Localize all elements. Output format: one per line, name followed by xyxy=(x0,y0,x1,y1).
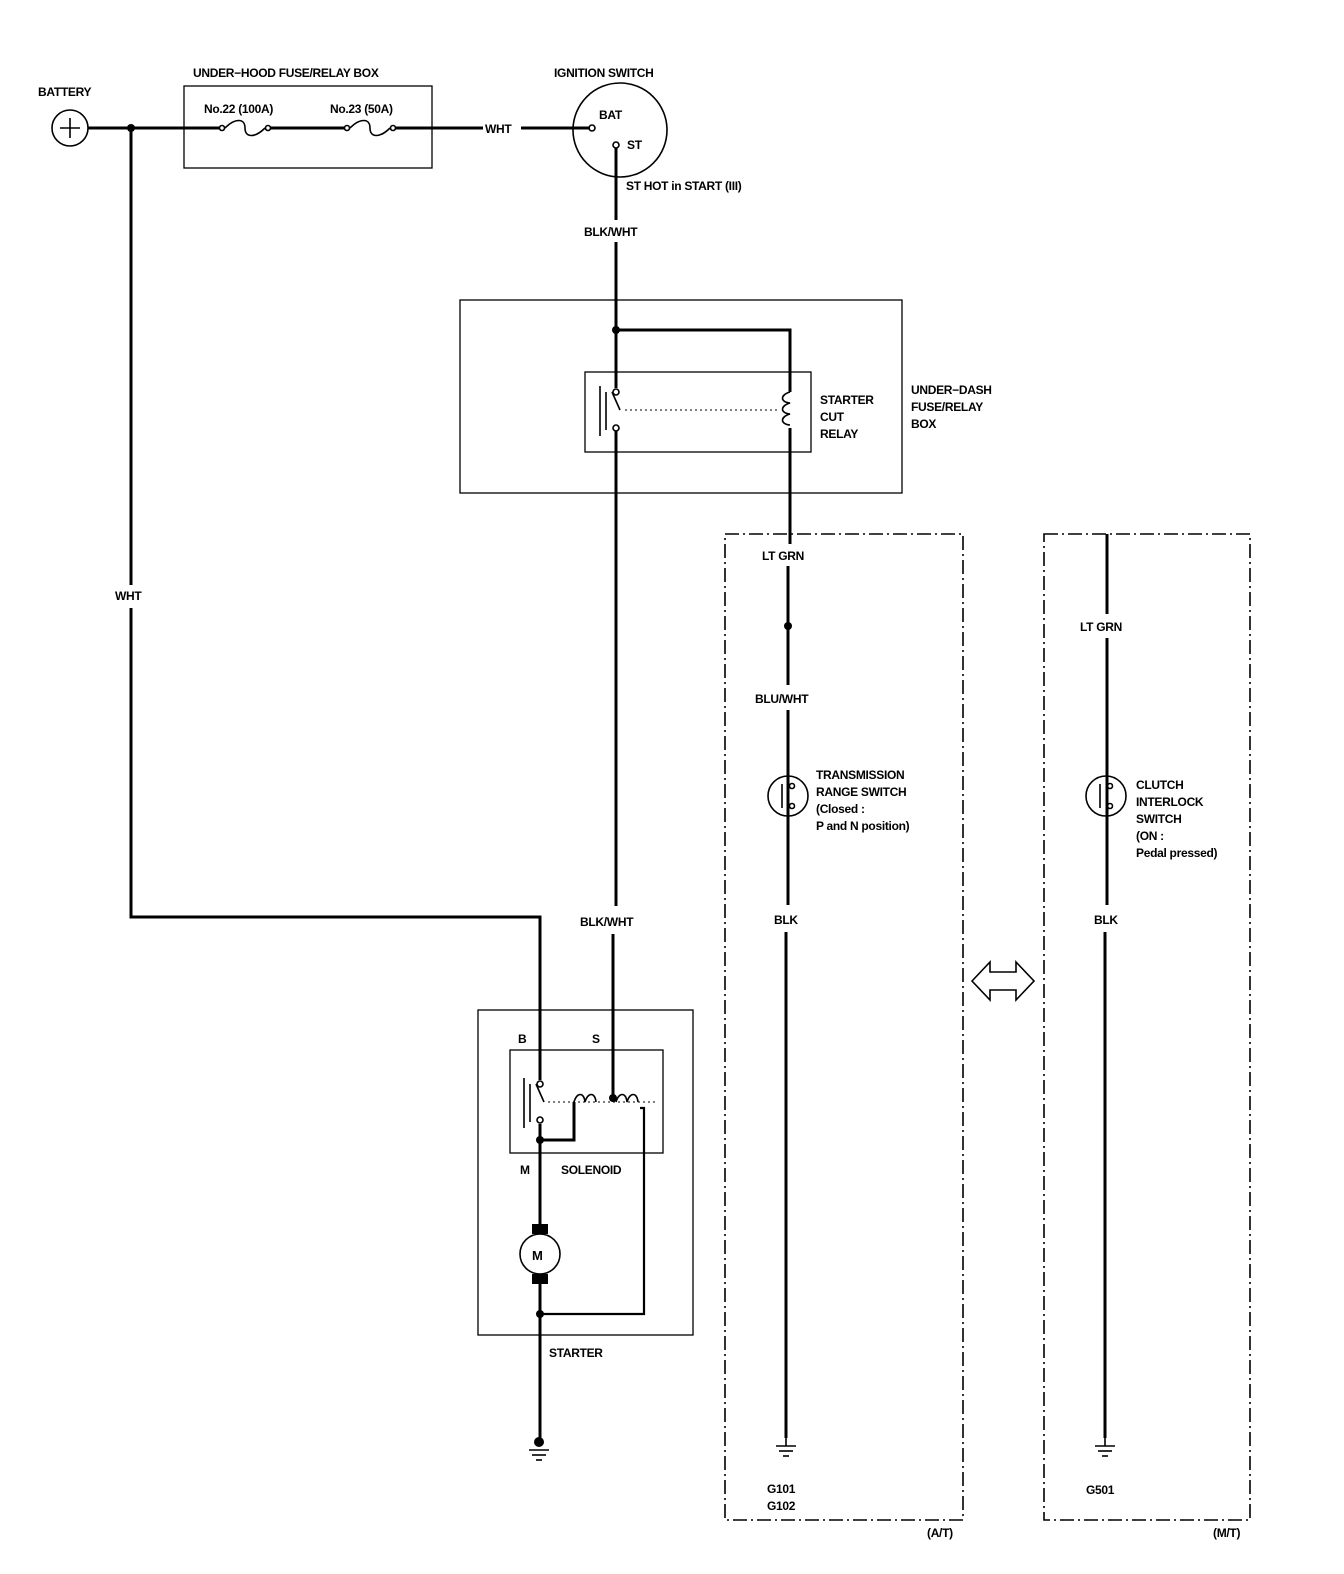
clutch-label-2: INTERLOCK xyxy=(1136,795,1204,809)
ground-g102-label: G102 xyxy=(767,1499,796,1513)
ignition-switch xyxy=(572,82,668,178)
transmission-range-switch xyxy=(767,775,809,817)
fuse-22-label: No.22 (100A) xyxy=(204,102,273,116)
alternate-arrow-icon xyxy=(970,959,1036,1003)
trs-label-3: (Closed : xyxy=(816,802,865,816)
clutch-label-1: CLUTCH xyxy=(1136,778,1184,792)
trs-label-2: RANGE SWITCH xyxy=(816,785,906,799)
wire-color-blk-at: BLK xyxy=(774,913,798,927)
wire-color-blk-mt: BLK xyxy=(1094,913,1118,927)
starter-cut-relay xyxy=(584,371,812,453)
clutch-label-3: SWITCH xyxy=(1136,812,1182,826)
terminal-s-label: S xyxy=(592,1032,600,1046)
underdash-label-2: FUSE/RELAY xyxy=(911,400,983,414)
solenoid-label: SOLENOID xyxy=(561,1163,622,1177)
terminal-b-label: B xyxy=(518,1032,527,1046)
trs-label-4: P and N position) xyxy=(816,819,910,833)
fuse-23-label: No.23 (50A) xyxy=(330,102,393,116)
solenoid-box xyxy=(509,1049,664,1154)
wire-color-blu-wht: BLU/WHT xyxy=(755,692,809,706)
starter-ground-symbol xyxy=(529,1437,549,1461)
st-terminal-label: ST xyxy=(627,138,643,152)
starter-cut-relay-contacts xyxy=(599,386,621,436)
battery-label: BATTERY xyxy=(38,85,92,99)
ground-g501-label: G501 xyxy=(1086,1483,1115,1497)
starter-cut-relay-label-1: STARTER xyxy=(820,393,874,407)
trs-label-1: TRANSMISSION xyxy=(816,768,904,782)
underdash-fuse-box xyxy=(459,299,903,494)
starter-motor xyxy=(519,1224,561,1284)
starter-assembly xyxy=(477,1009,694,1336)
wire-color-lt-grn-mt: LT GRN xyxy=(1080,620,1122,634)
at-tag-label: (A/T) xyxy=(927,1526,953,1540)
starter-label: STARTER xyxy=(549,1346,603,1360)
wire-color-lt-grn-at: LT GRN xyxy=(762,549,804,563)
bat-terminal-label: BAT xyxy=(599,108,623,122)
wire-color-blk-wht-upper: BLK/WHT xyxy=(584,225,638,239)
at-variant-box xyxy=(724,533,964,1521)
fuse-23-symbol xyxy=(343,119,397,137)
wire-color-blk-wht-lower: BLK/WHT xyxy=(580,915,634,929)
motor-label: M xyxy=(532,1248,543,1263)
st-hot-label: ST HOT in START (III) xyxy=(626,179,742,193)
terminal-m-label: M xyxy=(520,1163,530,1177)
mt-variant-box xyxy=(1043,533,1251,1521)
solenoid-coils xyxy=(573,1093,639,1103)
starter-cut-relay-coil xyxy=(781,391,791,426)
underdash-label-3: BOX xyxy=(911,417,936,431)
wire-color-wht-top: WHT xyxy=(485,122,512,136)
starter-cut-relay-label-2: CUT xyxy=(820,410,845,424)
clutch-label-4: (ON : xyxy=(1136,829,1164,843)
fuse-22-symbol xyxy=(218,119,272,137)
ground-g101-symbol xyxy=(776,1438,796,1457)
underhood-box-label: UNDER−HOOD FUSE/RELAY BOX xyxy=(193,66,379,80)
wire-color-wht-left: WHT xyxy=(115,589,142,603)
solenoid-contacts xyxy=(523,1078,545,1128)
underdash-label-1: UNDER−DASH xyxy=(911,383,992,397)
battery-symbol xyxy=(51,109,89,147)
ground-g501-symbol xyxy=(1095,1438,1115,1457)
starter-cut-relay-label-3: RELAY xyxy=(820,427,858,441)
mt-tag-label: (M/T) xyxy=(1213,1526,1240,1540)
ground-g101-label: G101 xyxy=(767,1482,796,1496)
clutch-label-5: Pedal pressed) xyxy=(1136,846,1217,860)
ignition-switch-label: IGNITION SWITCH xyxy=(554,66,654,80)
clutch-interlock-switch xyxy=(1085,775,1127,817)
